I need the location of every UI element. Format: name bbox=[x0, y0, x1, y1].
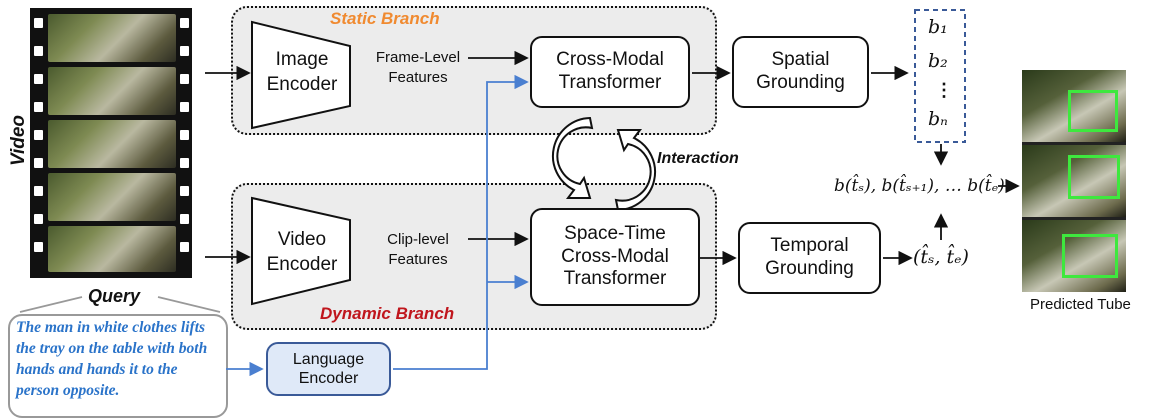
video-encoder-shape bbox=[251, 196, 351, 306]
static-branch-title: Static Branch bbox=[330, 9, 440, 28]
interaction-cycle-icon bbox=[551, 116, 657, 212]
space-time-cross-modal-transformer: Space-Time Cross-Modal Transformer bbox=[530, 208, 700, 306]
temporal-output: (t̂ₛ, t̂ₑ) bbox=[913, 246, 969, 268]
clip-level-features-label: Clip-level Features bbox=[387, 231, 449, 268]
grounding-box bbox=[1068, 155, 1120, 199]
video-frame bbox=[48, 14, 176, 62]
interaction-label: Interaction bbox=[657, 150, 739, 167]
predicted-tube bbox=[1022, 70, 1126, 292]
video-frame bbox=[48, 120, 176, 168]
video-film-strip bbox=[30, 8, 192, 278]
temporal-grounding-box: Temporal Grounding bbox=[738, 222, 881, 294]
tube-boxes-sequence: b(t̂ₛ), b(t̂ₛ₊₁), … b(t̂ₑ) bbox=[834, 176, 1005, 196]
box-output-1: b₁ bbox=[928, 16, 948, 38]
predicted-frame bbox=[1022, 70, 1126, 142]
spatial-grounding-box: Spatial Grounding bbox=[732, 36, 869, 108]
predicted-frame bbox=[1022, 220, 1126, 292]
video-frame bbox=[48, 226, 176, 272]
image-encoder-shape bbox=[251, 20, 351, 130]
video-frame bbox=[48, 173, 176, 221]
video-frame bbox=[48, 67, 176, 115]
predicted-tube-label: Predicted Tube bbox=[1030, 296, 1131, 313]
box-output-n: bₙ bbox=[928, 108, 948, 130]
query-label: Query bbox=[88, 286, 141, 306]
box-output-2: b₂ bbox=[928, 50, 948, 72]
query-text: The man in white clothes lifts the tray … bbox=[16, 319, 208, 399]
predicted-frame bbox=[1022, 145, 1126, 217]
video-encoder-label: Video Encoder bbox=[266, 229, 338, 275]
query-box bbox=[8, 314, 228, 418]
box-output-ellipsis: ⋮ bbox=[935, 80, 953, 100]
language-encoder-box: Language Encoder bbox=[266, 342, 391, 396]
image-encoder-label: Image Encoder bbox=[266, 49, 338, 95]
frame-level-features-label: Frame-Level Features bbox=[375, 49, 461, 86]
dynamic-branch-title: Dynamic Branch bbox=[320, 304, 455, 323]
grounding-box bbox=[1068, 90, 1118, 132]
cross-modal-transformer: Cross-Modal Transformer bbox=[530, 36, 690, 108]
grounding-box bbox=[1062, 234, 1118, 278]
